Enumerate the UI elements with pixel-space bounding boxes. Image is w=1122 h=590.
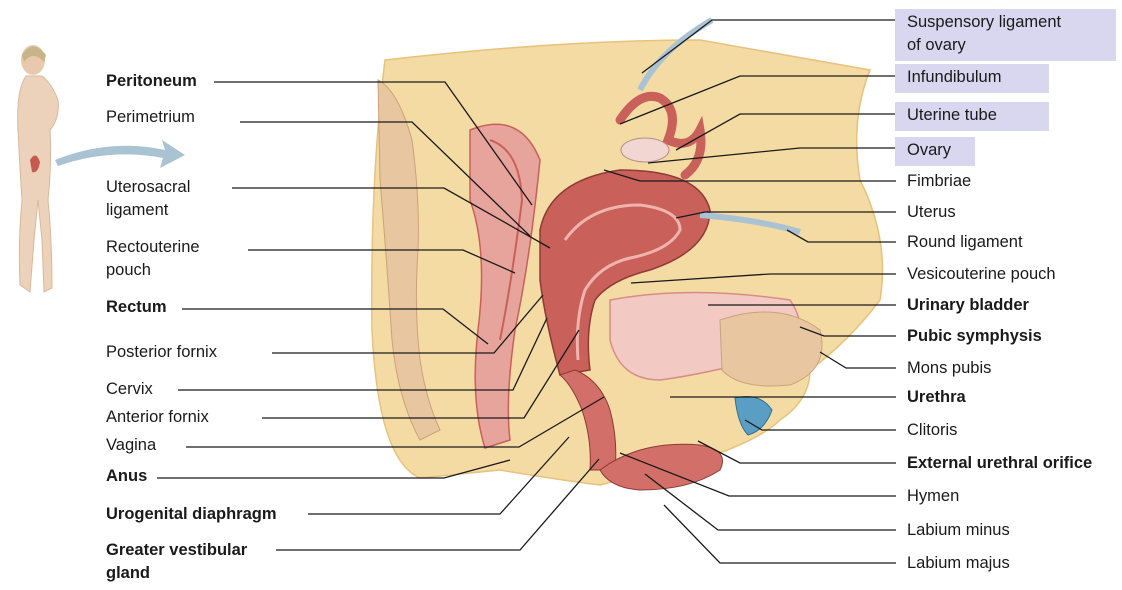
label-peritoneum: Peritoneum — [106, 72, 197, 90]
label-urethra: Urethra — [907, 388, 966, 406]
label-anus: Anus — [106, 467, 148, 485]
label-external-urethral-orifice: External urethral orifice — [907, 454, 1093, 472]
label-mons-pubis: Mons pubis — [907, 359, 992, 377]
label-labium-minus: Labium minus — [907, 521, 1010, 539]
label-rectouterine-pouch: Rectouterine pouch — [106, 238, 200, 279]
label-pubic-symphysis: Pubic symphysis — [907, 327, 1042, 345]
label-uterus: Uterus — [907, 203, 956, 221]
label-vesicouterine-pouch: Vesicouterine pouch — [907, 265, 1056, 283]
label-perimetrium: Perimetrium — [106, 108, 195, 126]
label-infundibulum: Infundibulum — [895, 64, 1049, 93]
label-uterine-tube: Uterine tube — [895, 102, 1049, 131]
label-urinary-bladder: Urinary bladder — [907, 296, 1029, 314]
leader-lines-right — [603, 19, 896, 564]
label-vagina: Vagina — [106, 436, 157, 454]
female-figure-icon — [17, 45, 59, 293]
label-clitoris: Clitoris — [907, 421, 958, 439]
label-fimbriae: Fimbriae — [907, 172, 972, 190]
label-hymen: Hymen — [907, 487, 960, 505]
label-uterosacral-ligament: Uterosacral ligament — [106, 178, 191, 219]
label-greater-vestibular-gland: Greater vestibular gland — [106, 541, 248, 582]
label-cervix: Cervix — [106, 380, 153, 398]
label-ovary: Ovary — [895, 137, 975, 166]
label-posterior-fornix: Posterior fornix — [106, 343, 217, 361]
view-direction-arrow-icon — [55, 140, 185, 168]
label-rectum: Rectum — [106, 298, 167, 316]
label-anterior-fornix: Anterior fornix — [106, 408, 209, 426]
label-round-ligament: Round ligament — [907, 233, 1023, 251]
label-suspensory-ligament: Suspensory ligament of ovary — [895, 9, 1116, 61]
leader-lines-left — [157, 81, 605, 551]
label-urogenital-diaphragm: Urogenital diaphragm — [106, 505, 277, 523]
label-labium-majus: Labium majus — [907, 554, 1010, 572]
